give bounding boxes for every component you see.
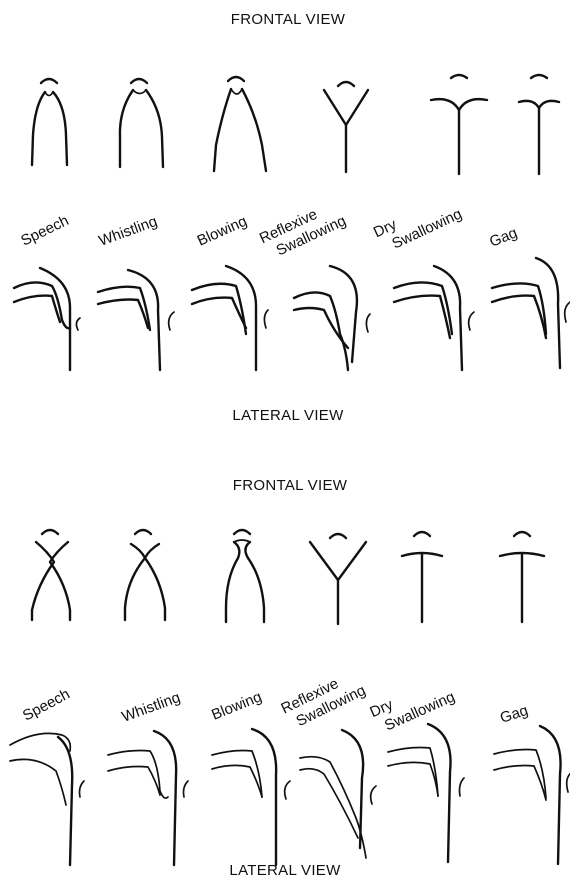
frontal-shape-whistling bbox=[120, 79, 163, 167]
frontal-shape-speech bbox=[32, 79, 67, 165]
activity-label-whistling: Whistling bbox=[120, 689, 183, 726]
frontal-shape-gag bbox=[500, 532, 544, 622]
frontal-shape-speech bbox=[32, 530, 70, 620]
activity-label-blowing: Blowing bbox=[195, 213, 250, 250]
lateral-shape-speech bbox=[10, 733, 84, 865]
activity-label-gag: Gag bbox=[498, 702, 530, 727]
lateral-shape-reflexive-swallowing bbox=[300, 730, 376, 858]
frontal-shapes bbox=[32, 75, 559, 174]
lateral-shape-gag bbox=[492, 258, 570, 368]
activity-label-blowing: Blowing bbox=[209, 688, 264, 723]
activity-label-whistling: Whistling bbox=[97, 213, 160, 250]
lateral-shape-dry-swallowing bbox=[394, 266, 474, 370]
lateral-shapes bbox=[10, 724, 570, 865]
activity-label-dry-swallowing-line2: Swallowing bbox=[389, 205, 464, 252]
frontal-shape-whistling bbox=[125, 530, 165, 620]
frontal-shapes bbox=[32, 530, 544, 624]
lateral-shape-blowing bbox=[192, 266, 268, 370]
lateral-shape-whistling bbox=[98, 270, 174, 370]
frontal-shape-gag bbox=[519, 75, 559, 174]
panel-2: FRONTAL VIEW bbox=[10, 477, 570, 879]
frontal-shape-dry-swallowing bbox=[431, 75, 487, 174]
frontal-shape-reflexive-swallowing bbox=[310, 534, 366, 624]
activity-label-gag: Gag bbox=[487, 224, 520, 250]
frontal-view-heading: FRONTAL VIEW bbox=[231, 11, 346, 28]
frontal-shape-reflexive-swallowing bbox=[324, 82, 368, 172]
lateral-shape-whistling bbox=[108, 731, 188, 865]
frontal-shape-blowing bbox=[214, 77, 266, 171]
lateral-view-heading: LATERAL VIEW bbox=[229, 862, 341, 879]
activity-label-reflexive-swallowing: Reflexive Swallowing bbox=[257, 196, 349, 264]
lateral-shape-reflexive-swallowing bbox=[294, 266, 370, 370]
lateral-shape-dry-swallowing bbox=[388, 724, 464, 862]
activity-label-speech: Speech bbox=[18, 212, 71, 250]
panel-1: FRONTAL VIEW bbox=[14, 11, 570, 424]
frontal-shape-blowing bbox=[226, 530, 264, 622]
frontal-shape-dry-swallowing bbox=[402, 532, 442, 622]
activity-label-dry-swallowing: Dry Swallowing bbox=[367, 672, 457, 738]
activity-label-speech: Speech bbox=[20, 686, 73, 725]
activity-label-dry-swallowing: Dry Swallowing bbox=[371, 189, 465, 258]
lateral-shape-gag bbox=[494, 726, 570, 864]
lateral-shape-speech bbox=[14, 268, 80, 370]
lateral-view-heading: LATERAL VIEW bbox=[232, 407, 344, 424]
lateral-shapes bbox=[14, 258, 570, 370]
lateral-shape-blowing bbox=[212, 729, 290, 865]
frontal-view-heading: FRONTAL VIEW bbox=[233, 477, 348, 494]
activity-label-reflexive-swallowing: Reflexive Swallowing bbox=[278, 666, 368, 734]
